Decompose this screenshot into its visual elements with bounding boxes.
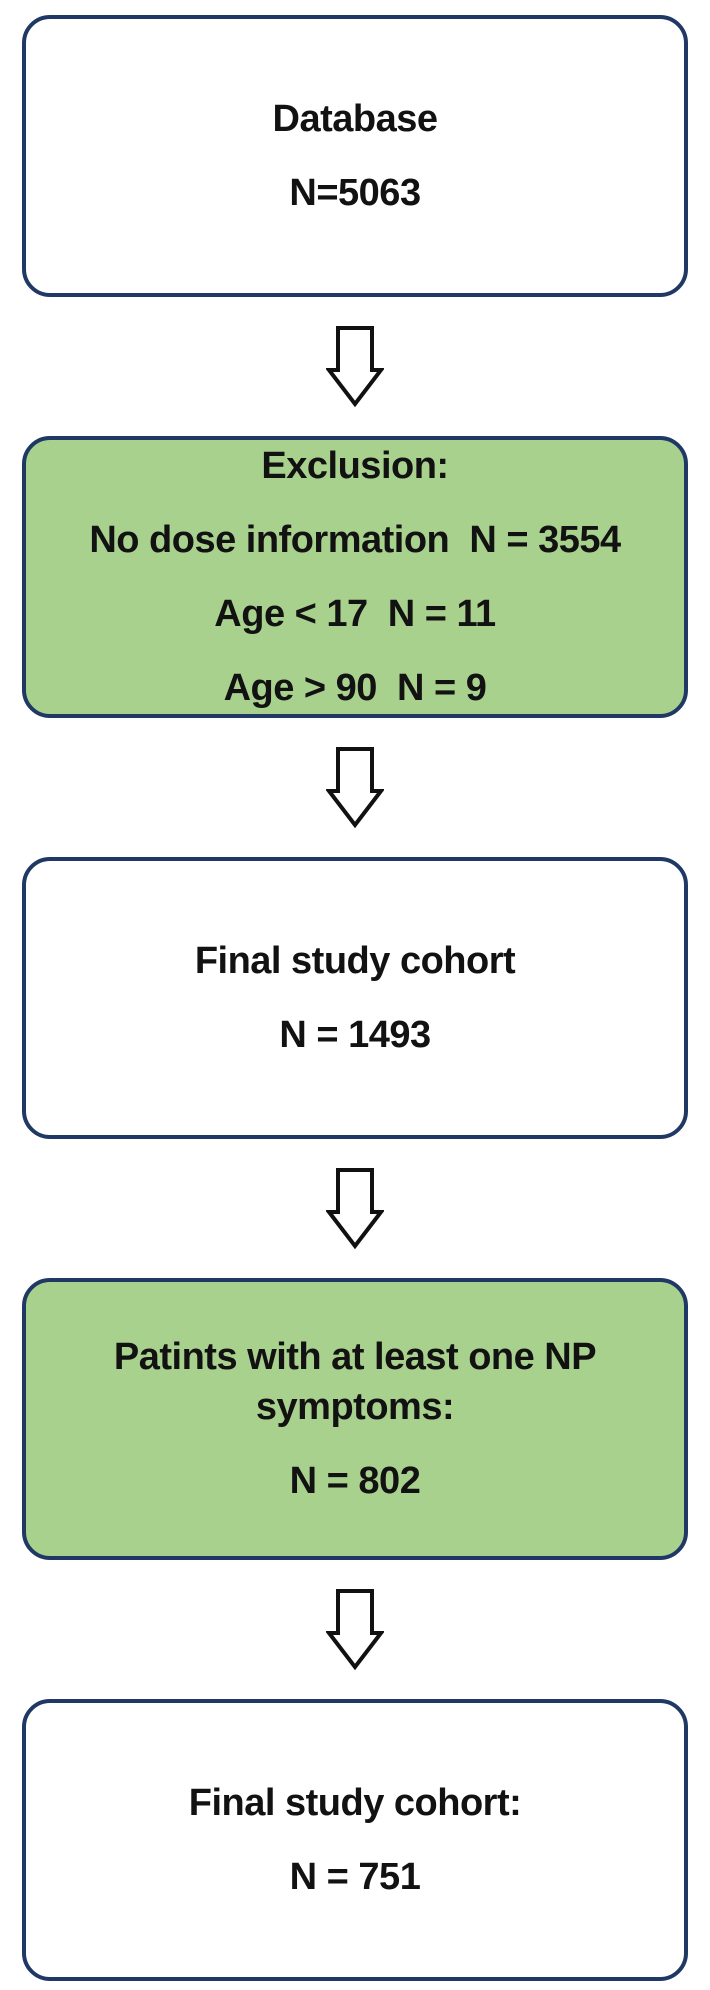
connector-2 <box>22 718 688 857</box>
exclusion-reason: Age > 90 N = 9 <box>223 667 487 710</box>
down-arrow-icon <box>326 325 384 407</box>
node-title: Patints with at least one NP symptoms: <box>113 1335 607 1428</box>
node-count: N = 802 <box>289 1460 421 1503</box>
exclusion-reason: Age < 17 N = 11 <box>214 593 496 635</box>
connector-1 <box>22 297 688 436</box>
down-arrow-icon <box>326 746 384 828</box>
flow-node-database: Database N=5063 <box>22 15 688 297</box>
flow-node-final-study-cohort: Final study cohort N = 1493 <box>22 857 688 1139</box>
node-count: N=5063 <box>289 172 421 214</box>
node-count: N = 751 <box>289 1856 421 1898</box>
node-title: Exclusion: <box>261 444 449 487</box>
connector-4 <box>22 1560 688 1699</box>
exclusion-reason: No dose information N = 3554 <box>89 518 621 561</box>
connector-3 <box>22 1139 688 1278</box>
node-title: Final study cohort: <box>188 1781 522 1824</box>
flow-node-np-symptoms: Patints with at least one NP symptoms: N… <box>22 1278 688 1560</box>
node-count: N = 1493 <box>279 1014 431 1056</box>
flow-node-exclusion: Exclusion: No dose information N = 3554 … <box>22 436 688 718</box>
node-title: Database <box>272 97 438 140</box>
node-title: Final study cohort <box>194 939 516 982</box>
flow-node-final-study-cohort-2: Final study cohort: N = 751 <box>22 1699 688 1981</box>
down-arrow-icon <box>326 1167 384 1249</box>
down-arrow-icon <box>326 1588 384 1670</box>
